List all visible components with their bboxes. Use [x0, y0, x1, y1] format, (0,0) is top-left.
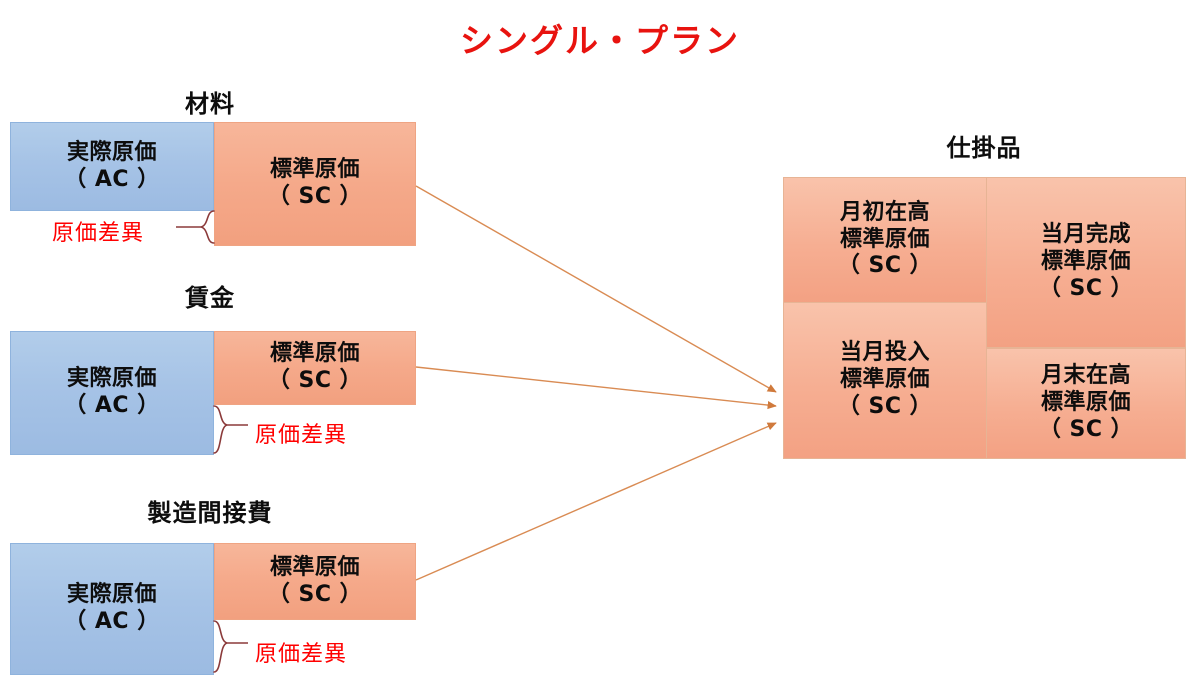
wages-actual-cost-box: 実際原価 （ AC ） — [10, 331, 214, 455]
wip-input-line2: 標準原価 — [839, 367, 930, 393]
material-standard-cost-line1: 標準原価 — [269, 157, 360, 183]
wages-standard-cost-line2: （ SC ） — [267, 368, 363, 393]
wip-header: 仕掛品 — [946, 134, 1022, 162]
wip-completed-line3: （ SC ） — [1038, 275, 1134, 301]
wip-ending-line3: （ SC ） — [1038, 416, 1134, 442]
wages-variance-label: 原価差異 — [255, 423, 348, 448]
group-header-wages: 賃金 — [185, 284, 235, 312]
wip-completed-line1: 当月完成 — [1040, 222, 1131, 248]
arrow-wages-to-wip — [415, 366, 777, 410]
wip-cell-completed: 当月完成 標準原価 （ SC ） — [986, 177, 1186, 348]
overhead-standard-cost-box: 標準原価 （ SC ） — [214, 543, 416, 620]
material-standard-cost-box: 標準原価 （ SC ） — [214, 122, 416, 246]
material-actual-cost-box: 実際原価 （ AC ） — [10, 122, 214, 211]
wages-standard-cost-line1: 標準原価 — [269, 341, 360, 367]
wages-actual-cost-line2: （ AC ） — [64, 393, 160, 418]
wages-actual-cost-line1: 実際原価 — [66, 366, 157, 392]
material-actual-cost-line1: 実際原価 — [66, 139, 157, 165]
wip-completed-line2: 標準原価 — [1040, 249, 1131, 275]
page-title: シングル・プラン — [460, 21, 740, 60]
brace-wages-variance — [213, 405, 248, 454]
wip-input-line3: （ SC ） — [837, 393, 933, 419]
overhead-actual-cost-box: 実際原価 （ AC ） — [10, 543, 214, 675]
brace-material-variance — [176, 210, 215, 244]
wip-cell-beginning-inventory: 月初在高 標準原価 （ SC ） — [783, 177, 987, 303]
group-header-material: 材料 — [185, 90, 235, 118]
overhead-standard-cost-line1: 標準原価 — [269, 554, 360, 580]
arrow-material-to-wip — [415, 185, 777, 393]
material-actual-cost-line2: （ AC ） — [64, 166, 160, 192]
overhead-standard-cost-line2: （ SC ） — [267, 581, 363, 607]
wip-cell-input: 当月投入 標準原価 （ SC ） — [783, 302, 987, 459]
wip-beginning-line3: （ SC ） — [837, 253, 933, 279]
wip-ending-line2: 標準原価 — [1040, 390, 1131, 416]
material-variance-label: 原価差異 — [52, 221, 145, 246]
arrow-overhead-to-wip — [415, 422, 777, 581]
brace-overhead-variance — [213, 620, 248, 673]
wip-ending-line1: 月末在高 — [1040, 363, 1131, 389]
material-standard-cost-line2: （ SC ） — [267, 184, 363, 209]
wip-beginning-line2: 標準原価 — [839, 226, 930, 252]
wages-standard-cost-box: 標準原価 （ SC ） — [214, 331, 416, 405]
group-header-overhead: 製造間接費 — [147, 499, 273, 527]
overhead-variance-label: 原価差異 — [255, 642, 348, 667]
wip-beginning-line1: 月初在高 — [839, 199, 930, 225]
overhead-actual-cost-line2: （ AC ） — [64, 609, 160, 634]
wip-cell-ending-inventory: 月末在高 標準原価 （ SC ） — [986, 348, 1186, 459]
wip-input-line1: 当月投入 — [839, 340, 930, 366]
overhead-actual-cost-line1: 実際原価 — [66, 582, 157, 608]
